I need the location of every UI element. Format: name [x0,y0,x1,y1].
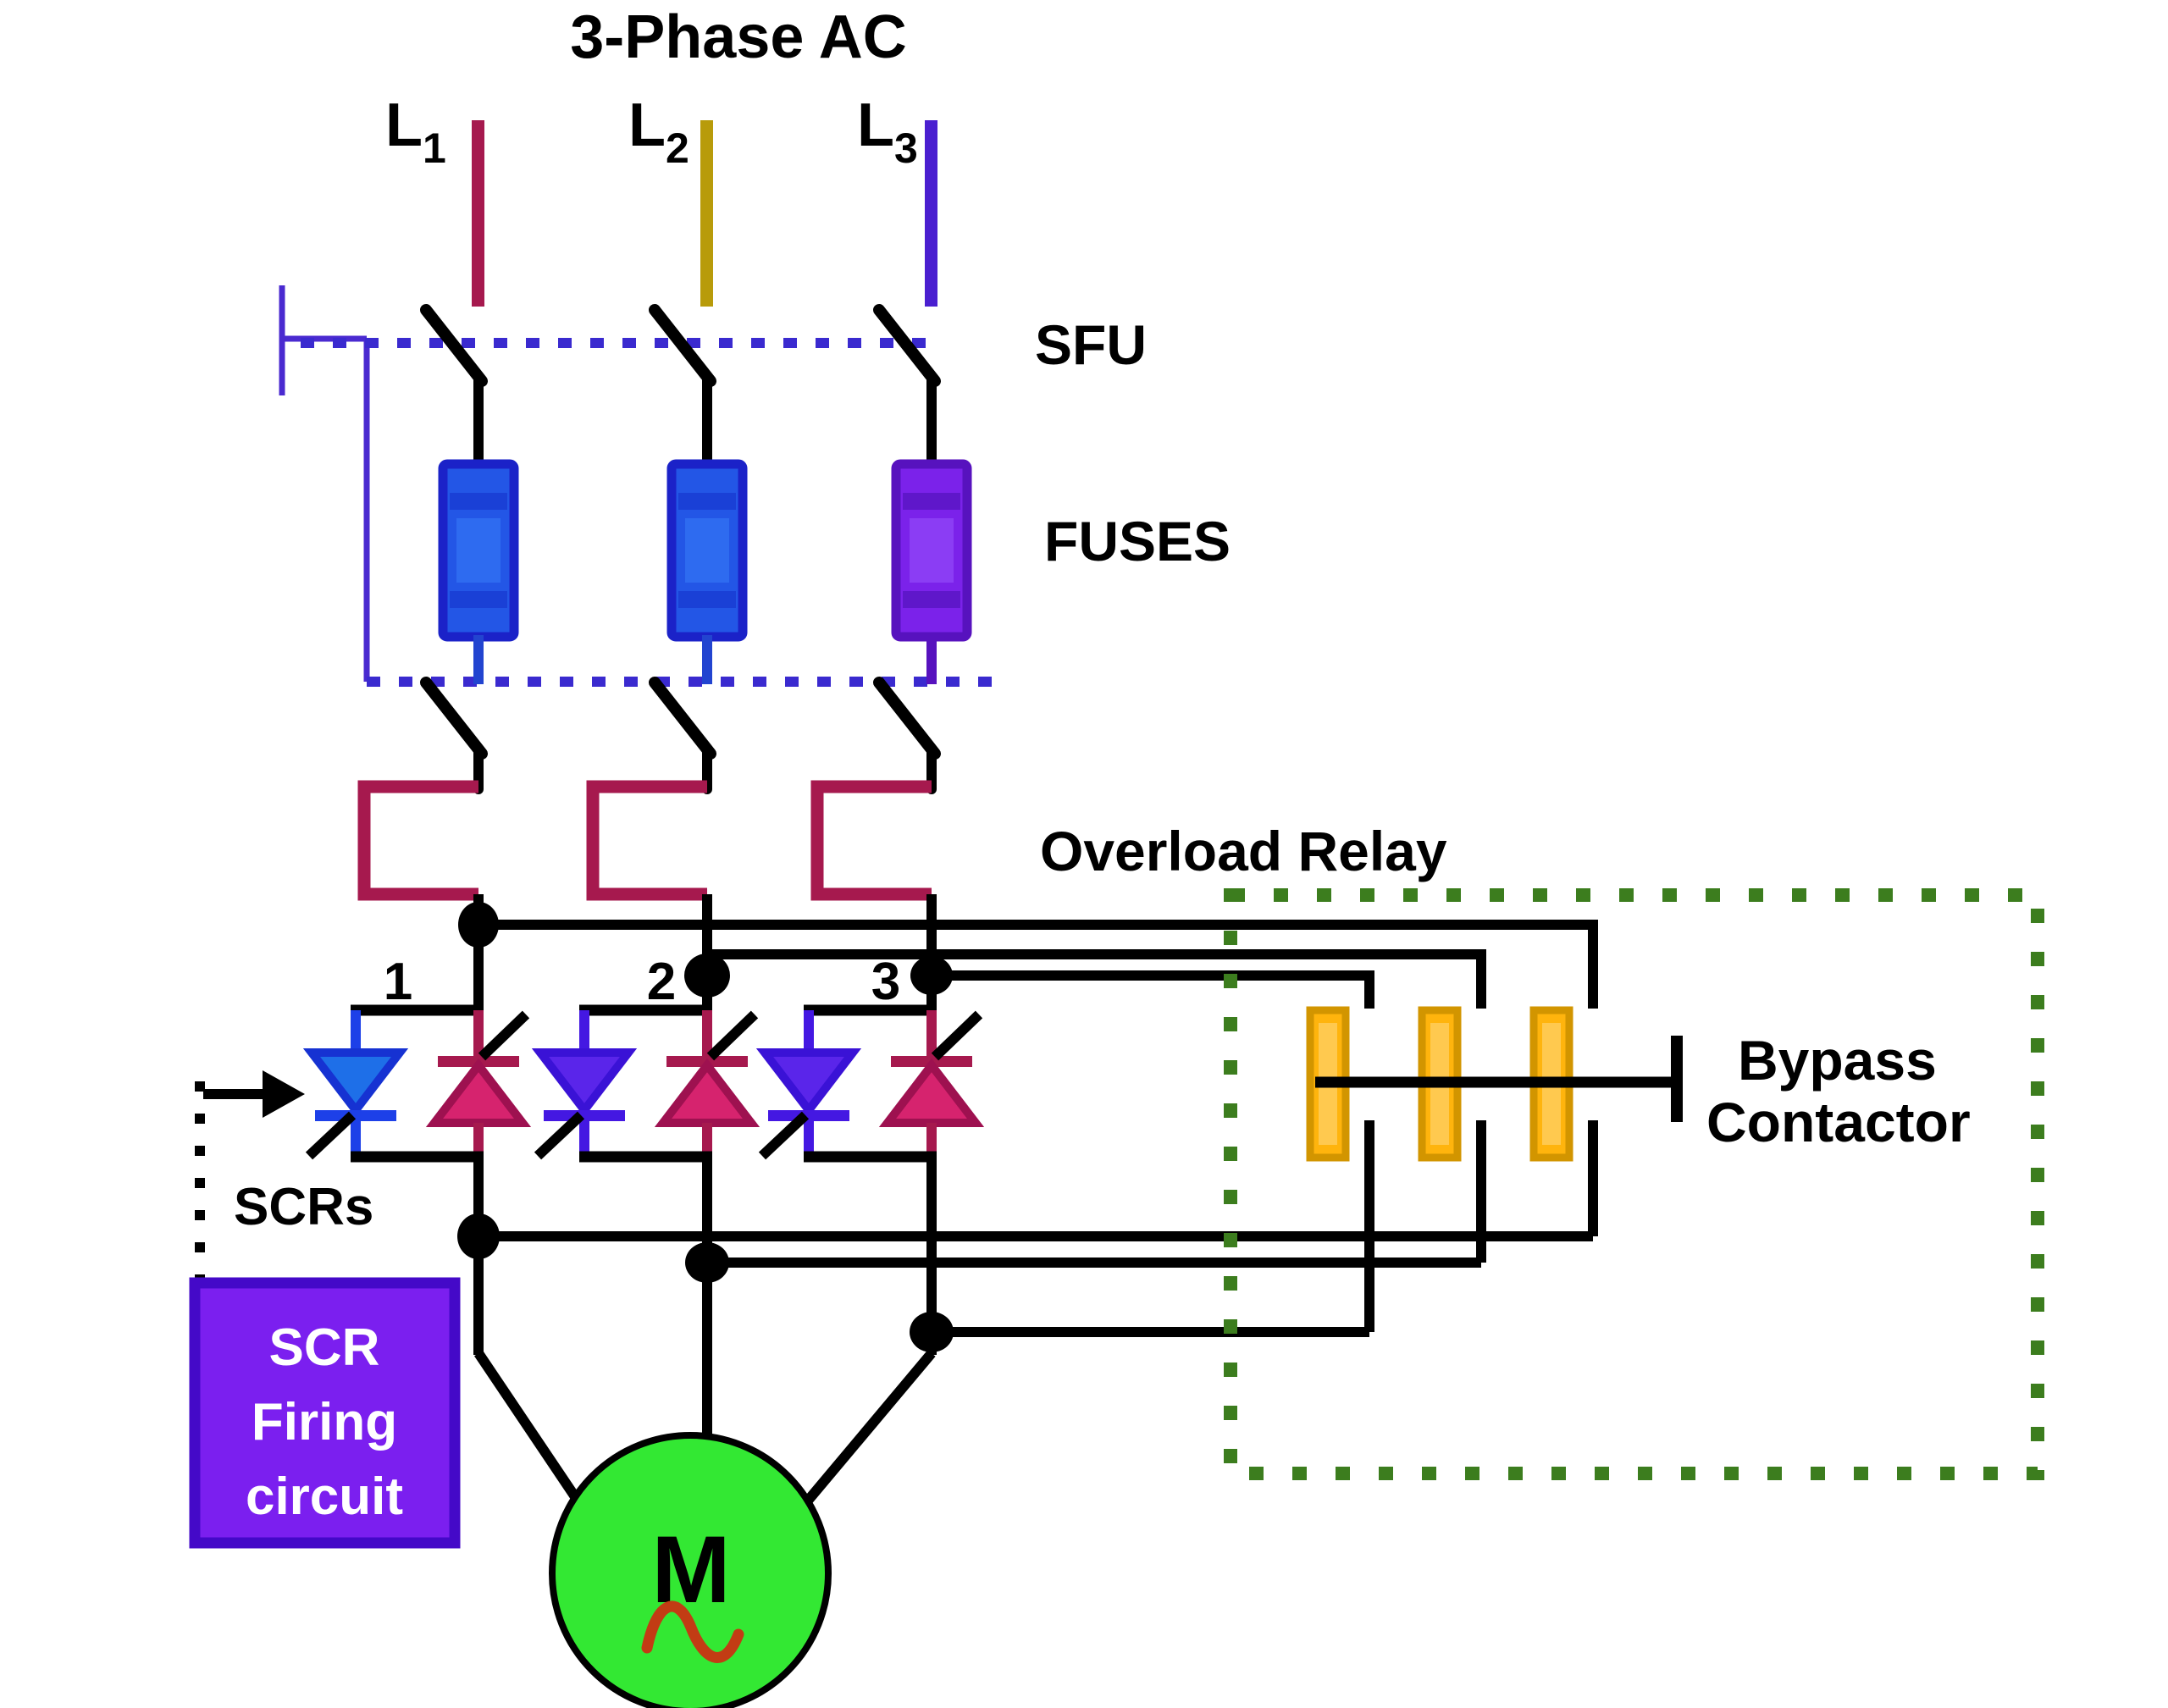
overload-heater-1 [357,780,478,901]
firing-box-line2: Firing [252,1393,397,1451]
isolator-blade-1 [420,677,488,760]
label-L2: L2 [628,91,689,172]
junction-dot-1 [458,902,499,948]
scr-firing-circuit-box: SCR Firing circuit [189,1277,461,1549]
sfu-switch-blade-3 [873,304,941,387]
fuse-tail-3 [926,635,937,684]
scr-gate-forward-2 [534,1111,585,1160]
scr-forward-1 [302,1048,409,1118]
bypass-contactor-box [1224,888,2044,1480]
bypass-tap-phase2 [707,949,1486,1009]
scr-pair-number-1: 1 [384,953,412,1011]
phase-line-l2 [700,120,713,307]
scr-forward-2 [531,1048,638,1118]
scr-pair-number-2: 2 [647,953,676,1011]
overload-heater-3 [810,780,932,901]
motor-circle [549,1432,832,1708]
sfu-switch-blade-2 [649,304,716,387]
fuse-3 [891,459,972,642]
label-fuses: FUSES [1044,510,1231,572]
overload-heater-2 [586,780,707,901]
junction-dot-6 [910,1312,954,1352]
scr-gate-forward-1 [305,1111,357,1160]
isolator-blade-2 [649,677,716,760]
fuse-1 [438,459,519,642]
isolator-blade-3 [873,677,941,760]
bypass-tap-phase3 [932,970,1374,1009]
label-contactor: Contactor [1706,1091,1971,1153]
fuse-2 [666,459,748,642]
scr-gate-reverse-1 [478,1010,530,1061]
overload-relay-heaters [357,780,932,901]
firing-box-line1: SCR [269,1318,380,1377]
scr-pair-1 [302,1004,532,1163]
phase-wires [473,894,1598,1010]
label-bypass: Bypass [1738,1029,1937,1092]
scr-reverse-2 [654,1058,760,1127]
load-side-wires [473,1157,1593,1504]
motor: M [549,1432,832,1708]
bypass-pole-wires [1364,1120,1598,1332]
sine-wave-icon [641,1600,744,1663]
scr-forward-3 [755,1048,862,1118]
bypass-actuator-bar [1671,1036,1683,1122]
label-L3: L3 [857,91,918,172]
junction-dot-5 [685,1242,729,1283]
sfu-switch-blade-1 [420,304,488,387]
sfu-switches [420,304,941,473]
label-overload-relay: Overload Relay [1040,820,1447,882]
gate-signal-arrow-icon [263,1070,305,1118]
bypass-tap-phase1 [478,920,1598,1009]
scr-gate-forward-3 [758,1111,810,1160]
fuse-tail-1 [473,635,484,684]
label-L1: L1 [385,91,446,172]
phase-line-l3 [925,120,937,307]
firing-box-line3: circuit [246,1468,403,1526]
scr-reverse-3 [878,1058,985,1127]
motor-feed-phase3 [804,1350,936,1504]
scr-gate-reverse-2 [706,1010,759,1061]
phase-line-l1 [472,120,484,307]
scr-reverse-1 [425,1058,532,1127]
fuse-tail-2 [702,635,712,684]
scr-pair-2 [531,1004,760,1163]
label-sfu: SFU [1035,313,1147,376]
scr-pair-number-3: 3 [871,953,900,1011]
motor-feed-phase1 [474,1350,582,1504]
junction-dot-2 [684,953,730,998]
junction-dot-4 [457,1213,500,1259]
label-scrs: SCRs [234,1178,373,1236]
title-3-phase-ac: 3-Phase AC [570,3,906,71]
scr-gate-reverse-3 [931,1010,983,1061]
junction-dot-3 [910,956,953,995]
scr-pair-3 [755,1004,985,1163]
isolator-switches [420,677,941,794]
sfu-handle [279,285,370,682]
